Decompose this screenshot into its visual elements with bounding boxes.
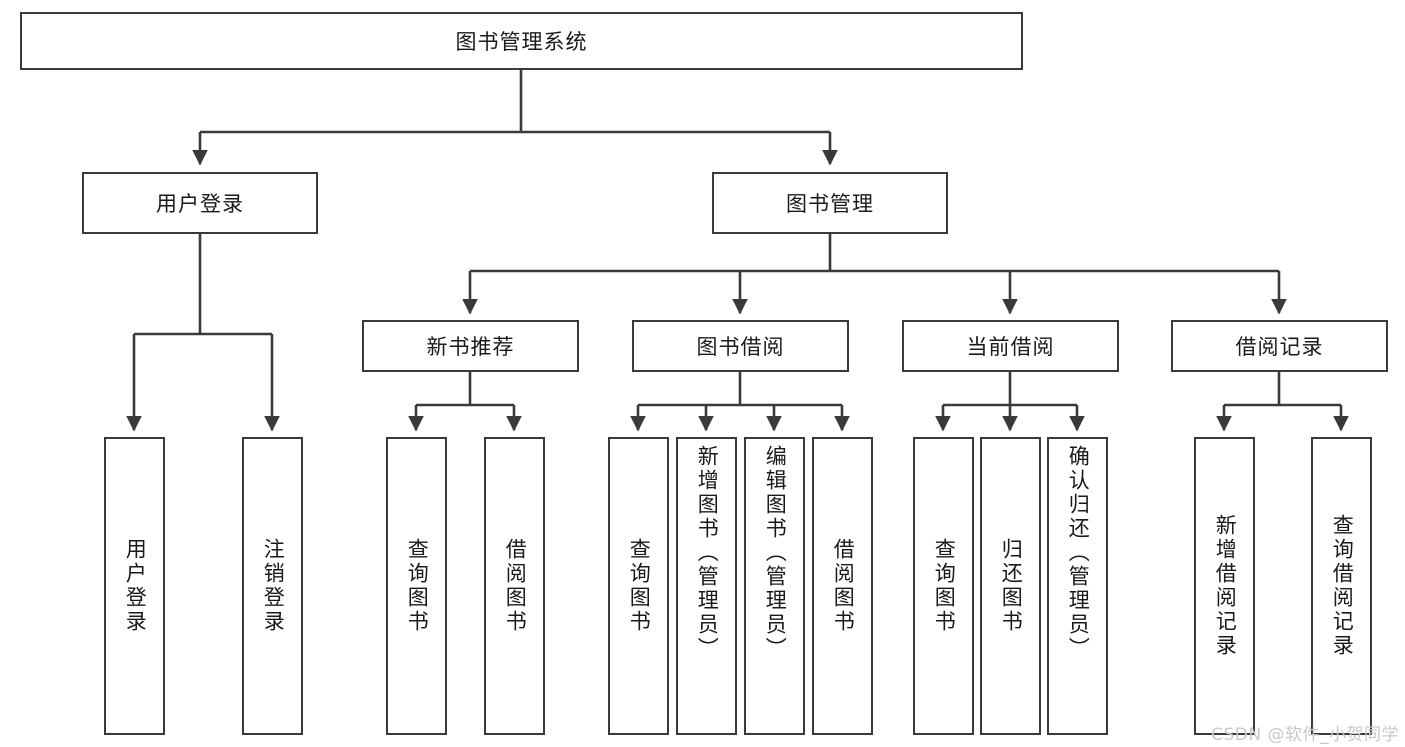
node-label: 新书推荐 (426, 335, 515, 359)
node-label: 用户登录 (123, 538, 148, 634)
node-label: 确认归还（管理员） (1066, 445, 1091, 661)
leaf-record-query-borrow-record[interactable]: 查询借阅记录 (1311, 437, 1372, 735)
leaf-record-add-borrow-record[interactable]: 新增借阅记录 (1194, 437, 1255, 735)
leaf-borrow-borrow-book[interactable]: 借阅图书 (812, 437, 873, 735)
node-system-root[interactable]: 图书管理系统 (20, 12, 1023, 70)
node-label: 图书管理系统 (455, 30, 588, 54)
leaf-current-confirm-return-admin[interactable]: 确认归还（管理员） (1047, 437, 1108, 735)
node-label: 查询图书 (932, 538, 957, 634)
node-label: 新增借阅记录 (1213, 514, 1238, 658)
leaf-recommend-query-book[interactable]: 查询图书 (386, 437, 447, 735)
node-label: 借阅图书 (831, 538, 856, 634)
node-label: 新增图书（管理员） (695, 445, 720, 661)
leaf-user-logout[interactable]: 注销登录 (242, 437, 303, 735)
node-borrow-record[interactable]: 借阅记录 (1171, 320, 1388, 372)
node-label: 归还图书 (999, 538, 1024, 634)
node-label: 借阅记录 (1235, 335, 1324, 359)
node-label: 查询借阅记录 (1330, 514, 1355, 658)
node-label: 图书管理 (786, 192, 874, 216)
node-label: 借阅图书 (503, 538, 528, 634)
node-label: 注销登录 (261, 538, 286, 634)
node-label: 图书借阅 (696, 335, 785, 359)
leaf-current-query-book[interactable]: 查询图书 (913, 437, 974, 735)
node-label: 查询图书 (627, 538, 652, 634)
node-label: 编辑图书（管理员） (763, 445, 788, 661)
leaf-borrow-edit-book-admin[interactable]: 编辑图书（管理员） (744, 437, 805, 735)
leaf-borrow-query-book[interactable]: 查询图书 (608, 437, 669, 735)
node-user-login[interactable]: 用户登录 (82, 172, 318, 234)
leaf-current-return-book[interactable]: 归还图书 (980, 437, 1041, 735)
csdn-watermark: CSDN @软件_小贺同学 (1211, 725, 1399, 745)
node-label: 当前借阅 (966, 335, 1055, 359)
node-current-borrow[interactable]: 当前借阅 (902, 320, 1119, 372)
leaf-borrow-add-book-admin[interactable]: 新增图书（管理员） (676, 437, 737, 735)
node-new-book-recommend[interactable]: 新书推荐 (362, 320, 579, 372)
node-label: 查询图书 (405, 538, 430, 634)
node-label: 用户登录 (156, 192, 244, 216)
node-book-management[interactable]: 图书管理 (712, 172, 948, 234)
leaf-recommend-borrow-book[interactable]: 借阅图书 (484, 437, 545, 735)
node-book-borrow[interactable]: 图书借阅 (632, 320, 849, 372)
leaf-user-login[interactable]: 用户登录 (104, 437, 165, 735)
